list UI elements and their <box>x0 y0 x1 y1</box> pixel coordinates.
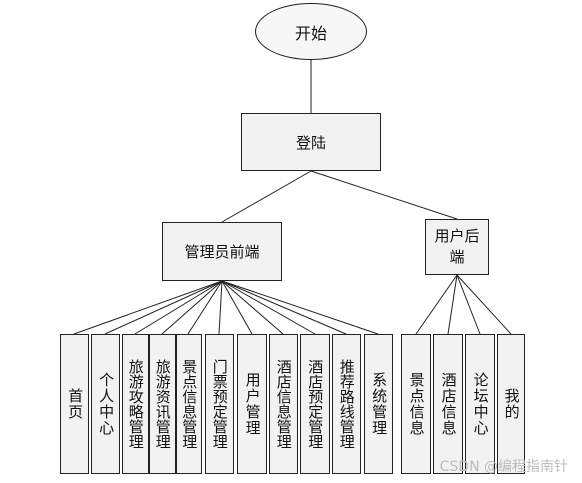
admin-child-travel-guide-mgmt: 旅游攻略管理 <box>122 334 149 474</box>
edge-user-child <box>447 274 458 335</box>
edge-user-child <box>456 274 481 335</box>
edge-admin-child <box>218 280 223 335</box>
edge-admin-child <box>73 280 223 335</box>
user-child-forum-center: 论坛中心 <box>465 334 495 474</box>
edge-admin-child <box>221 280 347 335</box>
login-node: 登陆 <box>241 113 381 171</box>
user-child-hotel-info: 酒店信息 <box>433 334 463 474</box>
admin-child-home: 首页 <box>60 334 89 474</box>
edge-admin-child <box>161 280 223 335</box>
admin-child-travel-news-mgmt: 旅游资讯管理 <box>149 334 176 474</box>
admin-child-personal-center: 个人中心 <box>91 334 120 474</box>
admin-child-system-mgmt: 系统管理 <box>364 334 393 474</box>
start-node: 开始 <box>255 3 367 60</box>
edge-login-admin <box>221 170 312 223</box>
admin-child-user-mgmt: 用户管理 <box>237 334 267 474</box>
admin-child-recommended-routes-mgmt: 推荐路线管理 <box>332 334 361 474</box>
user-child-attraction-info: 景点信息 <box>401 334 431 474</box>
edge-admin-child <box>187 280 223 335</box>
edge-admin-child <box>104 280 223 335</box>
user-backend-node: 用户后端 <box>425 219 489 275</box>
edge-admin-child <box>221 280 316 335</box>
watermark: CSDN @编程指南针 <box>439 459 568 475</box>
edge-user-child <box>456 274 512 335</box>
admin-frontend-node: 管理员前端 <box>162 222 282 281</box>
admin-child-ticket-booking-mgmt: 门票预定管理 <box>205 334 234 474</box>
admin-child-hotel-booking-mgmt: 酒店预定管理 <box>300 334 330 474</box>
edge-login-user <box>310 170 458 220</box>
admin-child-hotel-info-mgmt: 酒店信息管理 <box>269 334 298 474</box>
edge-user-child <box>415 274 458 335</box>
edge-admin-child <box>221 280 284 335</box>
edge-admin-child <box>221 280 253 335</box>
user-child-mine: 我的 <box>497 334 525 474</box>
edge-admin-child <box>221 280 379 335</box>
edge-admin-child <box>134 280 223 335</box>
admin-child-attraction-info-mgmt: 景点信息管理 <box>176 334 202 474</box>
